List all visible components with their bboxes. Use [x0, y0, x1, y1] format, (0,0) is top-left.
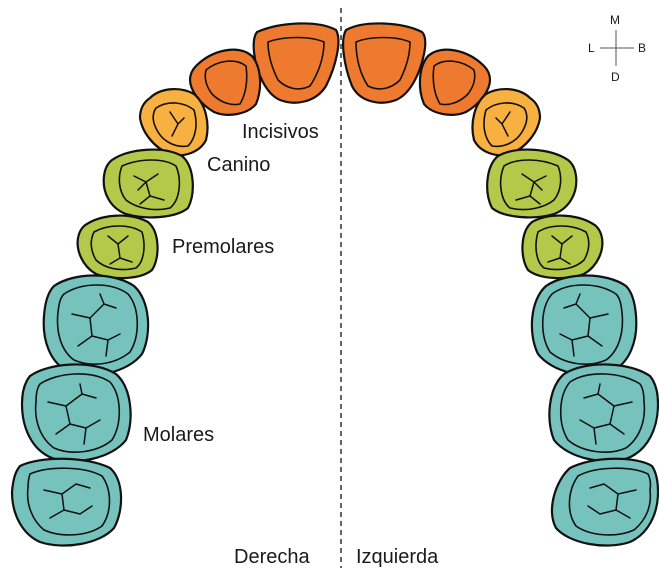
- tooth-molar-1-right: [44, 276, 148, 376]
- orientation-compass: M L B D: [588, 13, 646, 84]
- tooth-central-incisor-left: [343, 23, 425, 102]
- tooth-crown: [22, 364, 131, 461]
- tooth-molar-3-left: [552, 459, 658, 546]
- compass-label-left: L: [588, 41, 595, 55]
- tooth-premolar-1-left: [487, 150, 576, 218]
- tooth-molar-2-left: [549, 364, 658, 461]
- tooth-central-incisor-right: [254, 23, 339, 102]
- label-canino: Canino: [207, 154, 270, 176]
- tooth-canine-left: [473, 89, 541, 155]
- tooth-canine-right: [140, 89, 208, 155]
- compass-label-bottom: D: [611, 70, 620, 84]
- compass-label-right: B: [638, 41, 646, 55]
- tooth-premolar-2-right: [78, 216, 158, 278]
- label-derecha: Derecha: [234, 546, 310, 568]
- tooth-molar-1-left: [532, 276, 636, 376]
- label-incisivos: Incisivos: [242, 121, 319, 143]
- tooth-crown: [254, 23, 339, 102]
- tooth-premolar-1-right: [104, 150, 193, 218]
- tooth-molar-2-right: [22, 364, 131, 461]
- label-molares: Molares: [143, 424, 214, 446]
- tooth-crown: [532, 276, 636, 376]
- tooth-crown: [44, 276, 148, 376]
- label-izquierda: Izquierda: [356, 546, 439, 568]
- tooth-molar-3-right: [12, 459, 121, 546]
- compass-label-top: M: [610, 13, 620, 27]
- tooth-crown: [343, 23, 425, 102]
- label-premolares: Premolares: [172, 236, 274, 258]
- tooth-crown: [549, 364, 658, 461]
- tooth-premolar-2-left: [522, 216, 602, 278]
